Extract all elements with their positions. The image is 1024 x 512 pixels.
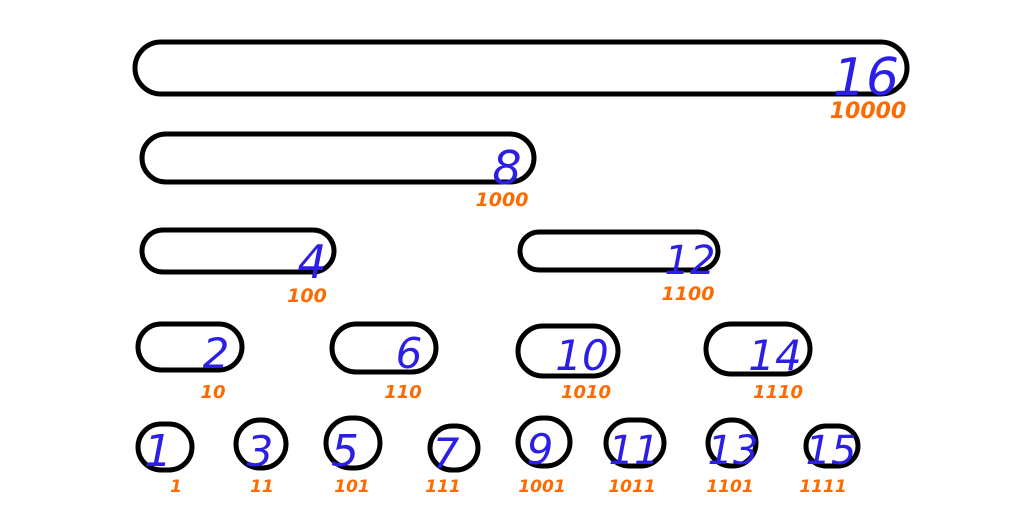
node-binary-label: 101 <box>334 477 370 497</box>
node-9: 9 1001 <box>515 415 573 497</box>
node-binary-label: 110 <box>384 382 422 403</box>
node-pill <box>132 39 910 97</box>
node-pill <box>803 423 861 469</box>
nodes-layer: 1610000810004100121100210611010101014111… <box>132 39 910 497</box>
node-binary-label: 1100 <box>662 283 715 305</box>
node-pill <box>135 421 195 473</box>
node-pill <box>515 323 621 379</box>
node-binary-label: 1011 <box>608 477 655 497</box>
node-number: 10 <box>555 331 608 380</box>
node-pill <box>233 417 289 471</box>
node-3: 311 <box>233 417 289 497</box>
node-number: 12 <box>665 238 716 284</box>
node-pill <box>329 321 439 375</box>
node-pill <box>603 417 667 469</box>
node-number: 15 <box>806 428 857 474</box>
node-binary-label: 1001 <box>518 477 565 497</box>
node-pill <box>135 321 245 373</box>
node-number: 14 <box>748 331 801 380</box>
node-number: 4 <box>297 235 326 289</box>
node-binary-label: 11 <box>250 477 274 497</box>
node-pill <box>427 423 481 473</box>
node-pill <box>515 415 573 469</box>
node-binary-label: 100 <box>287 285 327 307</box>
node-number: 1 <box>144 426 172 477</box>
node-number: 11 <box>609 428 660 474</box>
node-pill <box>139 131 537 185</box>
node-number: 2 <box>203 329 230 378</box>
node-11: 11 1011 <box>603 417 667 497</box>
node-pill <box>323 415 383 471</box>
node-number: 13 <box>708 428 759 474</box>
node-pill <box>703 321 813 377</box>
node-15: 15 1111 <box>799 423 861 497</box>
node-number: 6 <box>396 329 423 378</box>
node-number: 5 <box>331 426 359 477</box>
node-number: 8 <box>492 141 521 195</box>
node-2: 210 <box>135 321 245 403</box>
node-binary-label: 1101 <box>706 477 753 497</box>
node-pill <box>139 227 337 275</box>
node-binary-label: 111 <box>425 477 461 497</box>
node-binary-label: 1110 <box>753 382 803 403</box>
node-pill <box>517 229 721 273</box>
node-number: 16 <box>833 48 899 108</box>
node-number: 9 <box>527 425 554 474</box>
node-binary-label: 10000 <box>830 99 907 124</box>
node-binary-label: 1000 <box>476 189 529 211</box>
node-13: 13 1101 <box>705 417 759 497</box>
node-binary-label: 10 <box>200 382 225 403</box>
node-binary-label: 1111 <box>799 477 846 497</box>
node-pill <box>705 417 759 469</box>
node-number: 7 <box>433 429 460 478</box>
node-binary-label: 1010 <box>561 382 611 403</box>
node-1: 11 <box>135 421 195 497</box>
node-binary-label: 1 <box>170 477 182 497</box>
node-number: 3 <box>247 427 274 476</box>
